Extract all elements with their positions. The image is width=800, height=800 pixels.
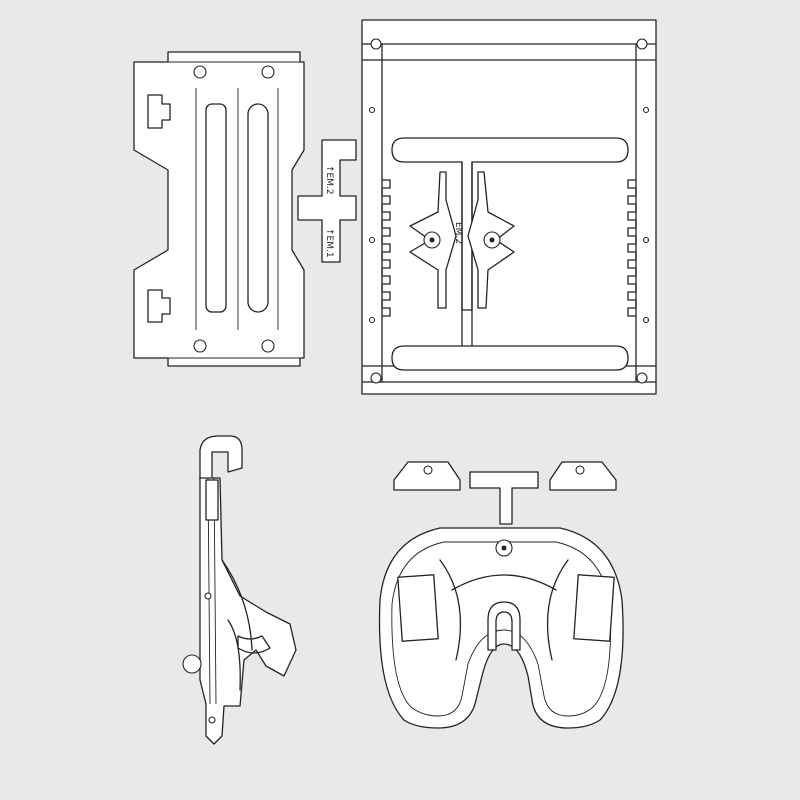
wing-clamp-right-hub (489, 237, 495, 243)
plate-inner-curve (439, 559, 462, 661)
frame-side-hole (642, 236, 650, 244)
frame-bolt-hole (370, 372, 382, 384)
fifth-wheel-plate-outline (378, 527, 624, 729)
frame-cross-slot-lower (391, 345, 629, 371)
plate-bolt-hole (261, 339, 275, 353)
locking-lever (182, 435, 297, 745)
lever-hole (208, 716, 216, 724)
frame-bolt-hole (370, 38, 382, 50)
plate-inner-curve (546, 559, 569, 661)
lever-cam-curve (227, 619, 241, 691)
bracket-right (549, 461, 617, 491)
t-connector (469, 471, 539, 525)
frame-side-hole (642, 316, 650, 324)
frame-side-hole (368, 316, 376, 324)
plate-notch-upper (147, 94, 171, 129)
fifth-wheel-assembly (378, 461, 624, 729)
lever-text-plate (205, 479, 219, 521)
frame-side-hole (368, 106, 376, 114)
frame-label: EM.2 (453, 222, 463, 244)
plate-notch-lower (147, 289, 171, 323)
wing-clamp-left (409, 171, 457, 309)
bracket-right-hole (575, 465, 585, 475)
slot-label-lower: ↑EM.1 (324, 228, 334, 258)
frame-side-hole (368, 236, 376, 244)
wing-clamp-left-hub (429, 237, 435, 243)
slide-frame: EM.2 (361, 19, 657, 395)
pad-left (397, 574, 439, 642)
bracket-left-hole (423, 465, 433, 475)
frame-side-hole (642, 106, 650, 114)
lever-pivot (182, 654, 202, 674)
plate-inner-curve (451, 574, 557, 591)
frame-bolt-hole (636, 372, 648, 384)
pad-right (573, 574, 615, 642)
plate-bolt-hole (193, 339, 207, 353)
plate-bolt-hole (261, 65, 275, 79)
mounting-plate (133, 51, 305, 367)
fifth-wheel-inner-rim (391, 541, 612, 717)
lever-hook-top (199, 435, 243, 481)
t-bracket-small: ↑EM.2 ↑EM.1 (297, 139, 357, 263)
plate-long-slot-right (247, 103, 269, 313)
bracket-left (393, 461, 461, 491)
frame-outer-outline (361, 19, 657, 395)
lock-housing-hub (501, 545, 507, 551)
kingpin-slot (487, 601, 521, 651)
plate-bolt-hole (193, 65, 207, 79)
wing-clamp-right (467, 171, 515, 309)
t-bracket-outline (297, 139, 357, 263)
lever-cam-curve (221, 559, 253, 651)
frame-bolt-hole (636, 38, 648, 50)
rack-teeth-right (627, 179, 637, 317)
slot-label-upper: ↑EM.2 (324, 165, 334, 195)
lever-cam-slot (237, 635, 271, 654)
plate-long-slot-left (205, 103, 227, 313)
lever-hole (204, 592, 212, 600)
lever-arm (199, 477, 297, 745)
rack-teeth-left (381, 179, 391, 317)
